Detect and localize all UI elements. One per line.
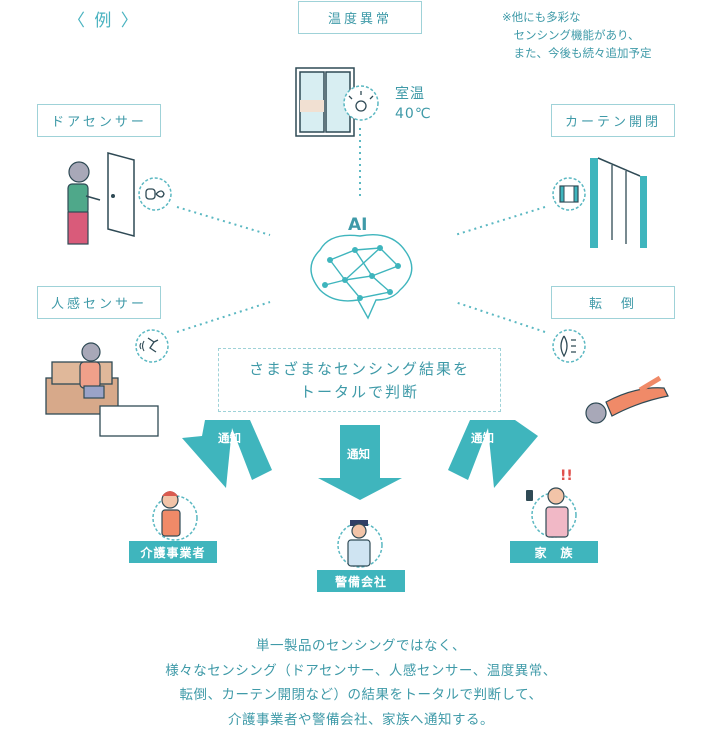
arrow-center xyxy=(318,425,402,500)
door-illustration xyxy=(107,152,135,237)
notify-label-right: 通知 xyxy=(471,431,494,445)
svg-text:!!: !! xyxy=(560,468,573,484)
connector-motion xyxy=(176,301,271,333)
notify-label-left: 通知 xyxy=(218,431,241,445)
arrow-right xyxy=(448,420,538,488)
label-curtain: カーテン開閉 xyxy=(551,104,675,137)
elderly-person-sofa xyxy=(79,342,105,399)
recipient-family: 家 族 xyxy=(510,541,598,563)
caregiver-figure xyxy=(152,491,198,541)
note-text: ※他にも多彩な センシング機能があり、 また、今後も続々追加予定 xyxy=(502,10,652,60)
sofa-illustration xyxy=(45,361,159,437)
motion-sensor-icon xyxy=(135,329,169,363)
family-figure: !! xyxy=(526,468,577,538)
connector-fall xyxy=(454,301,546,333)
notify-label-center: 通知 xyxy=(347,447,370,461)
notify-arrows xyxy=(182,420,538,500)
ai-label: AI xyxy=(348,215,368,235)
elderly-person-door xyxy=(67,161,101,245)
room-temp-readout: 室温 40℃ xyxy=(395,86,432,122)
connector-curtain xyxy=(454,206,546,236)
recipient-caregiver: 介護事業者 xyxy=(129,541,217,563)
security-guard-figure xyxy=(337,520,383,568)
summary-text: 単一製品のセンシングではなく、 様々なセンシング（ドアセンサー、人感センサー、温… xyxy=(165,638,557,728)
thermometer-sun-icon xyxy=(343,85,379,121)
label-door-sensor: ドアセンサー xyxy=(37,104,161,137)
fall-sensor-icon xyxy=(552,329,586,363)
connector-lines xyxy=(176,128,546,333)
center-judgment-box: さまざまなセンシング結果を トータルで判断 xyxy=(218,348,501,412)
label-temperature: 温度異常 xyxy=(298,1,422,34)
example-label: 〈 例 〉 xyxy=(68,11,140,31)
door-sensor-icon xyxy=(138,177,172,211)
label-fall: 転 倒 xyxy=(551,286,675,319)
connector-door xyxy=(176,206,271,236)
label-motion-sensor: 人感センサー xyxy=(37,286,161,319)
ai-brain-icon xyxy=(310,234,413,320)
fallen-person xyxy=(585,375,669,424)
arrow-left xyxy=(182,420,272,488)
curtain-illustration xyxy=(590,157,647,248)
curtain-sensor-icon xyxy=(552,177,586,211)
recipient-security: 警備会社 xyxy=(317,570,405,592)
